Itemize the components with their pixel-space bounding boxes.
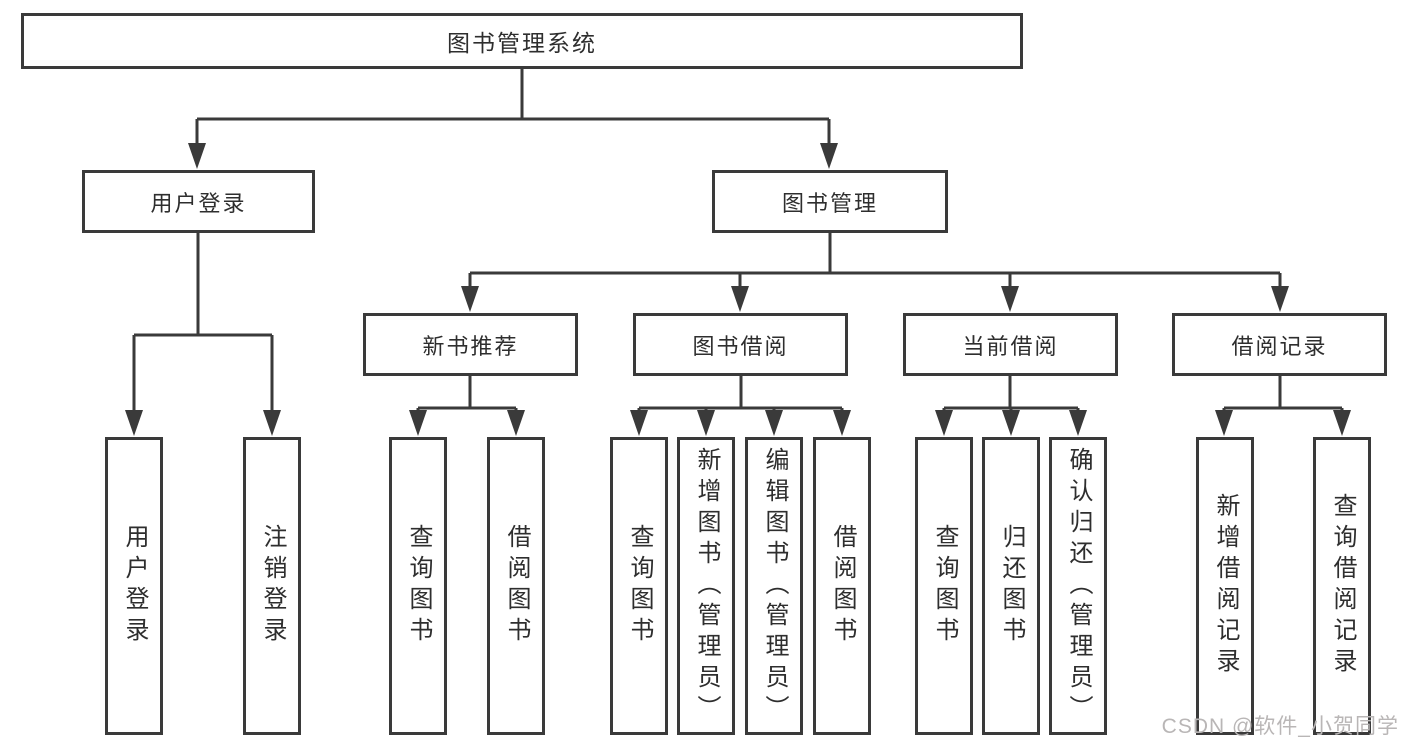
leaf-borrow-books: 借阅图书 (813, 437, 871, 735)
node-label: 当前借阅 (962, 333, 1059, 359)
leaf-return-books: 归还图书 (982, 437, 1040, 735)
leaf-logout: 注销登录 (243, 437, 301, 735)
node-label: 新书推荐 (422, 333, 519, 359)
node-current-borrow: 当前借阅 (903, 313, 1118, 376)
connector-book-borrow-children (630, 376, 851, 436)
leaf-query-books-current: 查询图书 (915, 437, 973, 735)
connector-root-to-branches (188, 66, 838, 169)
node-label: 借阅图书 (503, 524, 530, 648)
connector-new-book-recommend-children (409, 376, 525, 436)
leaf-confirm-return-admin: 确认归还（管理员） (1049, 437, 1107, 735)
connector-current-borrow-children (935, 376, 1087, 436)
node-label: 用户登录 (121, 524, 148, 648)
node-book-borrow: 图书借阅 (633, 313, 848, 376)
leaf-query-borrow-record: 查询借阅记录 (1313, 437, 1371, 735)
node-label: 新增图书（管理员） (693, 446, 720, 726)
connector-book-management-children (461, 233, 1289, 312)
node-label: 编辑图书（管理员） (761, 446, 788, 726)
node-label: 确认归还（管理员） (1065, 446, 1092, 726)
node-label: 借阅记录 (1231, 333, 1328, 359)
leaf-query-books-borrow: 查询图书 (610, 437, 668, 735)
node-library-management-system: 图书管理系统 (21, 13, 1023, 69)
connector-borrow-records-children (1215, 376, 1351, 436)
node-label: 借阅图书 (829, 524, 856, 648)
node-label: 查询借阅记录 (1329, 493, 1356, 679)
node-label: 归还图书 (998, 524, 1025, 648)
leaf-add-borrow-record: 新增借阅记录 (1196, 437, 1254, 735)
csdn-watermark: CSDN @软件_小贺同学 (1161, 715, 1399, 738)
node-borrow-records: 借阅记录 (1172, 313, 1387, 376)
node-book-management: 图书管理 (712, 170, 948, 233)
node-user-login: 用户登录 (82, 170, 315, 233)
node-label: 查询图书 (626, 524, 653, 648)
node-label: 查询图书 (405, 524, 432, 648)
node-label: 注销登录 (259, 524, 286, 648)
node-label: 图书管理 (781, 190, 878, 216)
leaf-borrow-books-recommend: 借阅图书 (487, 437, 545, 735)
leaf-query-books-recommend: 查询图书 (389, 437, 447, 735)
node-label: 图书借阅 (692, 333, 789, 359)
leaf-edit-books-admin: 编辑图书（管理员） (745, 437, 803, 735)
leaf-user-login: 用户登录 (105, 437, 163, 735)
node-label: 查询图书 (931, 524, 958, 648)
connector-user-login-children (125, 233, 281, 436)
node-label: 用户登录 (150, 190, 247, 216)
leaf-add-books-admin: 新增图书（管理员） (677, 437, 735, 735)
node-label: 图书管理系统 (447, 30, 597, 56)
node-new-book-recommend: 新书推荐 (363, 313, 578, 376)
node-label: 新增借阅记录 (1212, 493, 1239, 679)
